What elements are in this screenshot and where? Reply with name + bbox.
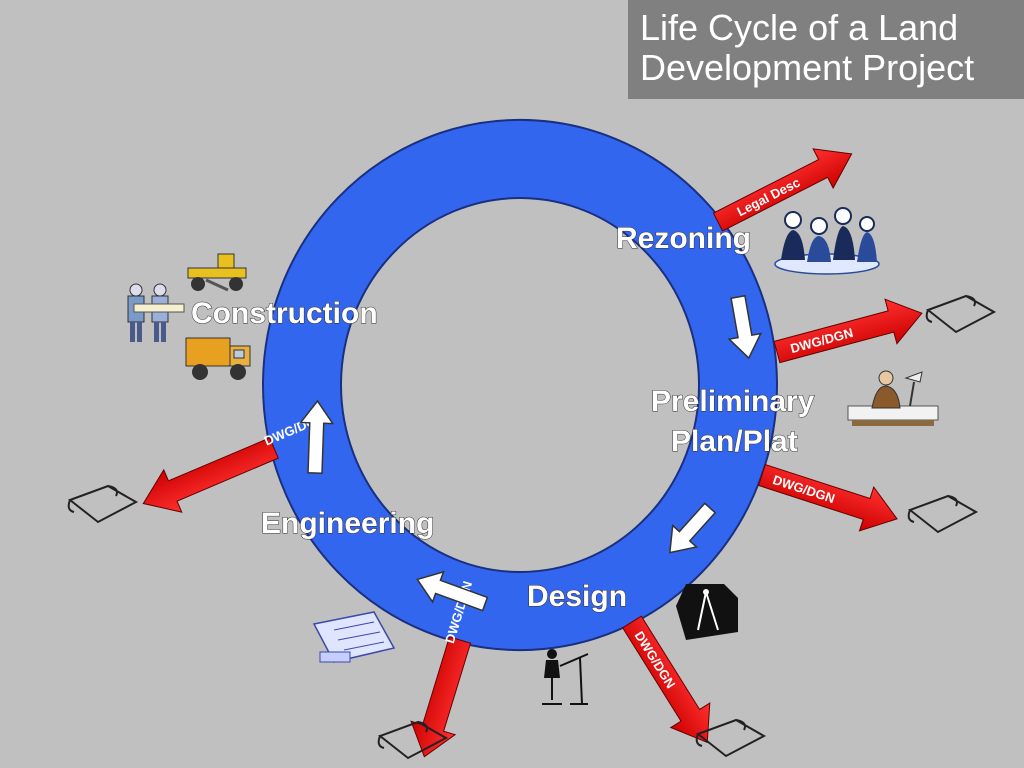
stage-preliminary-line2: Plan/Plat [671,425,798,458]
grader-icon [187,253,247,292]
output-arrow-plat: DWG/DGN [757,463,898,532]
paper-scroll-icon [695,718,767,758]
surveyors-icon [127,283,185,342]
stage-preliminary-line1: Preliminary [651,385,815,418]
title-line-2: Development Project [640,47,975,88]
flow-arrow-prelim-to-design [668,502,717,554]
compass-icon [676,584,738,640]
meeting-people-icon [774,207,880,275]
title-line-1: Life Cycle of a Land [640,7,959,48]
title-box: Life Cycle of a Land Development Project [628,0,1024,99]
stage-design: Design [527,580,627,613]
cycle-ring [261,119,779,651]
flow-arrow-design-to-engineering [416,570,489,612]
paper-scroll-icon [925,294,997,334]
blueprint-icon [312,611,396,663]
paper-scroll-icon [67,484,139,524]
stage-engineering: Engineering [261,507,434,540]
dump-truck-icon [185,337,251,380]
paper-scroll-icon [907,494,979,534]
flow-arrow-engineering-to-construction [299,399,335,475]
paper-scroll-icon [377,720,449,760]
drafting-stool-icon [542,649,589,705]
stage-rezoning: Rezoning [616,222,751,255]
flow-arrow-rezoning-to-prelim [727,294,763,360]
output-arrow-preliminary: DWG/DGN [773,298,923,364]
stage-construction: Construction [191,297,378,330]
drafter-desk-icon [847,370,939,426]
